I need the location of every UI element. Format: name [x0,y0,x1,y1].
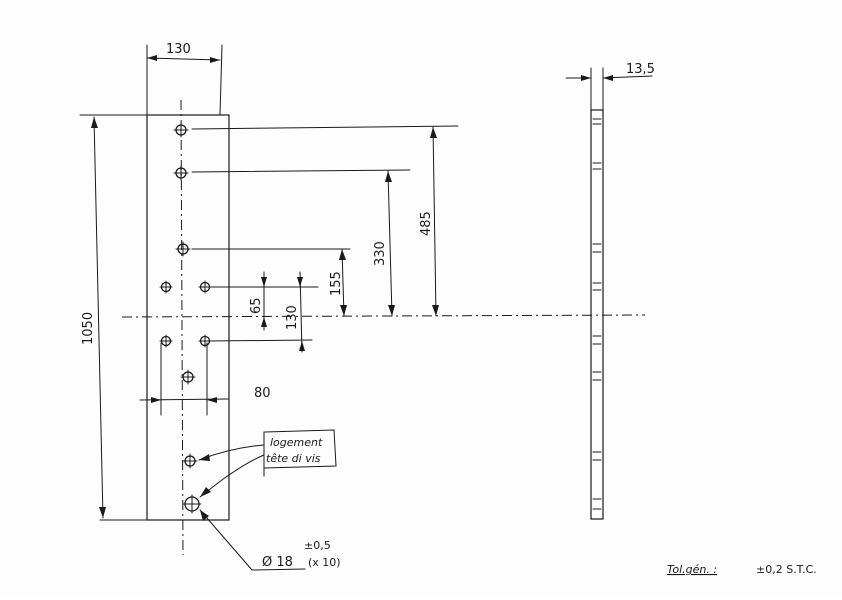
hole [159,280,173,294]
hole-diameter-label: Ø 18 [262,555,293,570]
note-hole-diameter: Ø 18 ±0,5 (x 10) [199,509,341,571]
hole [182,453,198,469]
side-view [590,109,604,520]
dim-plate-width: 130 [146,42,223,116]
note-logement-line2: tête di vis [266,452,321,465]
hole [180,369,196,385]
dim-80: 80 [139,342,271,416]
dim-130-vertical: 130 [285,271,305,353]
hole [198,334,212,348]
holes [159,122,212,514]
hole [173,165,189,181]
dim-total-length: 1050 [79,114,148,521]
dim-330: 330 [373,170,395,317]
note-logement-line1: logement [270,436,323,449]
side-view-outline [590,109,604,520]
dim-total-length-label: 1050 [81,312,96,345]
front-view [121,99,646,556]
hole-tolerance-label: ±0,5 [304,539,331,552]
dim-485: 485 [419,126,439,317]
dim-330-label: 330 [373,241,388,266]
dim-80-label: 80 [254,386,271,401]
extension-lines [191,125,459,342]
dim-485-label: 485 [419,211,434,236]
hole [198,280,212,294]
hole [173,122,189,138]
tolerance-value: ±0,2 S.T.C. [756,563,817,576]
dim-65-label: 65 [249,297,264,314]
hole-counterbore [182,494,202,514]
dim-130-vertical-label: 130 [285,305,300,330]
hole [175,241,191,257]
note-logement: logement tête di vis [198,429,337,498]
tolerance-label: Tol.gén. : [667,563,717,576]
dim-thickness-label: 13,5 [626,62,655,77]
hole [159,334,173,348]
dim-155-label: 155 [329,271,344,296]
side-view-hole-marks [592,118,602,510]
dim-plate-width-label: 130 [166,42,191,57]
dim-155: 155 [329,248,347,317]
dim-thickness: 13,5 [565,62,655,111]
general-tolerance: Tol.gén. : ±0,2 S.T.C. [667,563,817,576]
horizontal-centerline [121,314,646,318]
dim-65: 65 [249,271,267,331]
plate-outline [146,114,230,521]
hole-count-label: (x 10) [308,556,341,569]
